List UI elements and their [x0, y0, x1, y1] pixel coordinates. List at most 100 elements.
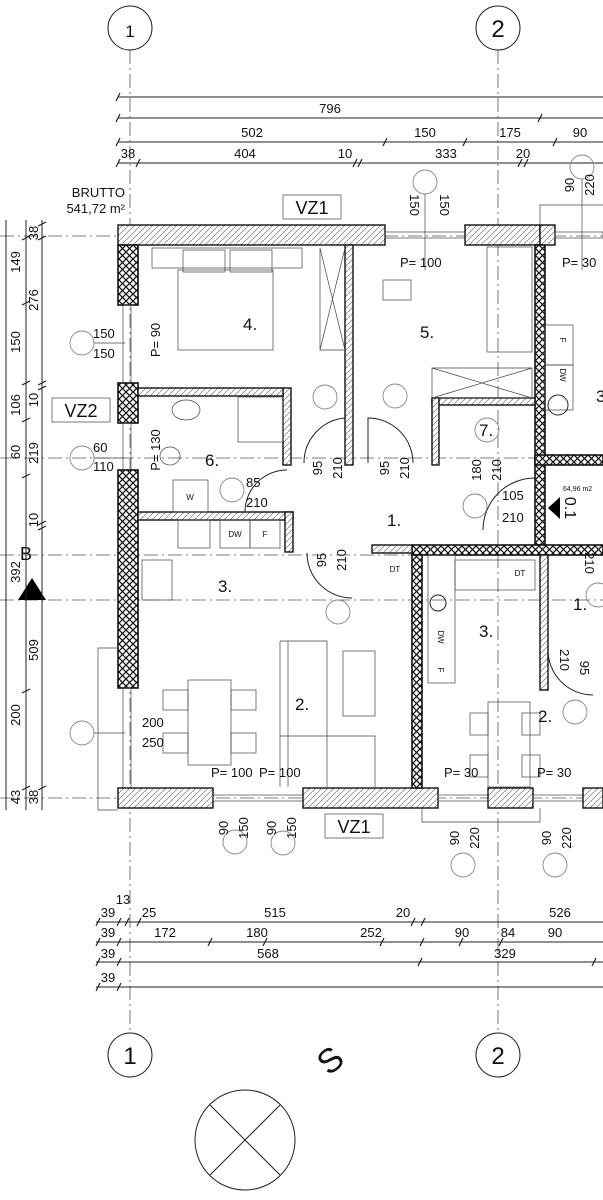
- dim-label: 200: [8, 704, 23, 726]
- sill-label: P= 30: [562, 255, 596, 270]
- tag-label: VZ2: [64, 401, 97, 421]
- dim-label: 95: [577, 661, 592, 675]
- axis-label: 2: [491, 16, 504, 43]
- appliance-label: DW: [228, 530, 242, 539]
- neighbor-unit: 64,96 m2 0.1: [548, 486, 592, 519]
- walls: [117, 224, 603, 809]
- room-label: 4.: [243, 315, 257, 334]
- wardrobe: [319, 247, 346, 351]
- dim-label: 43: [8, 790, 23, 804]
- sill-heights: P= 100 P= 30 P= 90 P= 130 P= 100 P= 100 …: [148, 255, 596, 780]
- dim-label: 60: [93, 440, 107, 455]
- room-label: 1.: [573, 595, 587, 614]
- orientation-symbol: S: [194, 1039, 352, 1191]
- sill-label: P= 100: [400, 255, 442, 270]
- neighbor-area: 64,96 m2: [563, 486, 592, 493]
- dim-label: 90: [573, 125, 587, 140]
- dim-label: 515: [264, 905, 286, 920]
- dim-label: 220: [467, 827, 482, 849]
- dim-label: 526: [549, 905, 571, 920]
- dim-label: 90: [264, 821, 279, 835]
- appliance-label: F: [436, 668, 445, 673]
- room-label: 3: [596, 387, 603, 406]
- dim-label: 39: [101, 970, 115, 985]
- opening-dimensions: 150 150 90 220 150 150 60 110 200 250 85…: [93, 174, 597, 849]
- dim-label: 20: [396, 905, 410, 920]
- appliance-label: DW: [436, 630, 445, 644]
- dim-label: 180: [469, 459, 484, 481]
- dim-label: 10: [338, 146, 352, 161]
- dim-label: 84: [501, 925, 515, 940]
- dim-label: 276: [26, 289, 41, 311]
- room-label: 2.: [295, 695, 309, 714]
- room-label: 5.: [420, 323, 434, 342]
- axis-label: 1: [123, 1043, 136, 1070]
- room-labels: 4. 5. 6. 7. 1. 3. 2. 3. 2. 3 1.: [205, 315, 603, 726]
- dim-label: 106: [8, 394, 23, 416]
- dim-label: 10: [26, 393, 41, 407]
- tag-vz1-bottom: VZ1: [324, 813, 384, 839]
- dim-label: 404: [234, 146, 256, 161]
- axis-bubble-1: 1: [107, 5, 153, 51]
- appliance-label: W: [186, 493, 194, 502]
- top-dimensions: 796 502 150 175 90 38 404 10 333 20: [115, 92, 603, 168]
- dim-label: 172: [154, 925, 176, 940]
- cooktop: [141, 559, 173, 601]
- tag-vz1-top: VZ1: [282, 194, 342, 220]
- orientation-label: S: [310, 1039, 352, 1083]
- dim-label: 509: [26, 639, 41, 661]
- room-label: 1.: [387, 511, 401, 530]
- dim-label: 175: [499, 125, 521, 140]
- dim-label: 85: [246, 475, 260, 490]
- dim-label: 95: [314, 553, 329, 567]
- gross-label: BRUTTO: [72, 185, 125, 200]
- dim-label: 392: [8, 561, 23, 583]
- dim-label: 39: [101, 905, 115, 920]
- dim-label: 210: [502, 510, 524, 525]
- sill-label: P= 30: [537, 765, 571, 780]
- dim-label: 210: [246, 495, 268, 510]
- axis-bubble-1-bottom: 1: [107, 1032, 153, 1078]
- dining-table: [487, 701, 531, 788]
- dim-label: 180: [246, 925, 268, 940]
- appliance-label: DW: [558, 368, 567, 382]
- dim-label: 210: [397, 457, 412, 479]
- dim-label: 150: [93, 346, 115, 361]
- dining-table: [187, 679, 232, 766]
- dim-label: 38: [121, 146, 135, 161]
- double-bed: [177, 269, 274, 351]
- dim-label: 90: [548, 925, 562, 940]
- dim-label: 502: [241, 125, 263, 140]
- desk-monitor: [382, 279, 412, 301]
- dim-label: 39: [101, 925, 115, 940]
- single-bed: [486, 246, 533, 353]
- axis-bubble-2: 2: [475, 5, 521, 51]
- left-dimensions: 149 150 106 60 392 200 43 38 276 10 219 …: [5, 220, 47, 810]
- dim-label: 105: [502, 488, 524, 503]
- dim-label: 149: [8, 251, 23, 273]
- room-label: 6.: [205, 451, 219, 470]
- sill-label: P= 100: [259, 765, 301, 780]
- dim-label: 150: [284, 817, 299, 839]
- dim-label: 568: [257, 946, 279, 961]
- dim-label: 220: [582, 174, 597, 196]
- room-label: 7.: [479, 421, 493, 440]
- room-label: 3.: [218, 577, 232, 596]
- washing-machine: [172, 479, 209, 513]
- shower: [237, 396, 284, 443]
- dim-label: 90: [539, 831, 554, 845]
- doors: [244, 417, 594, 696]
- axis-label: 1: [125, 22, 134, 41]
- dim-label: 39: [101, 946, 115, 961]
- dim-label: 329: [494, 946, 516, 961]
- dim-label: 38: [26, 226, 41, 240]
- dim-label: 150: [437, 194, 452, 216]
- sill-label: P= 90: [148, 323, 163, 357]
- dim-label: 150: [236, 817, 251, 839]
- appliance-label: DT: [515, 569, 526, 578]
- dim-label: 20: [516, 146, 530, 161]
- washbasin: [171, 399, 201, 421]
- dim-label: 210: [334, 549, 349, 571]
- appliance-label: F: [263, 530, 268, 539]
- neighbor-label: 0.1: [561, 497, 578, 519]
